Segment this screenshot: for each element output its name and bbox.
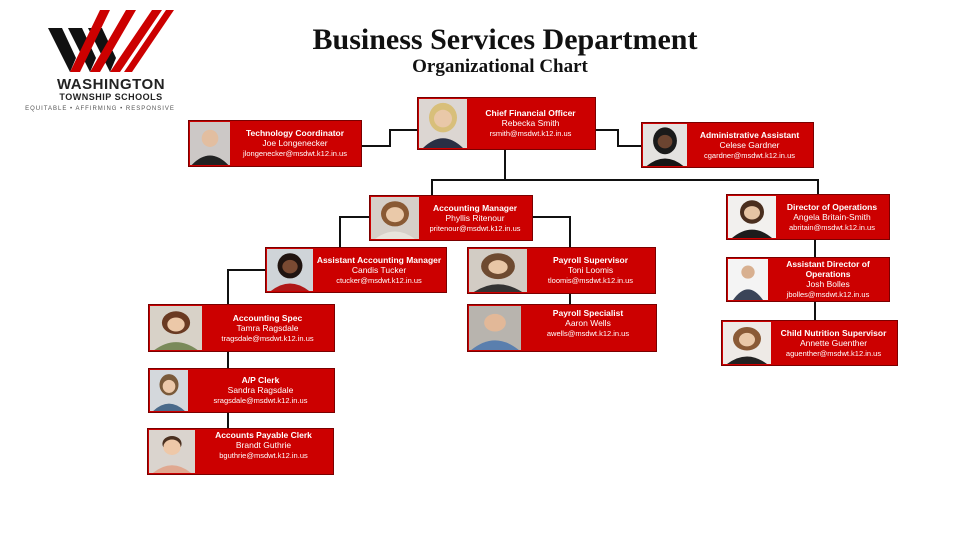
card-role: Accounting Manager	[432, 202, 518, 213]
person-photo-icon	[728, 259, 768, 300]
card-email[interactable]: tloomis@msdwt.k12.in.us	[547, 276, 634, 285]
card-name: Sandra Ragsdale	[227, 385, 294, 395]
card-email[interactable]: pritenour@msdwt.k12.in.us	[429, 223, 521, 233]
person-photo-icon	[469, 306, 521, 350]
connector-cfo-reports	[431, 150, 506, 195]
connector-asst-spec	[227, 269, 266, 305]
photo-cfo	[419, 99, 467, 148]
photo-acctspec	[150, 306, 202, 350]
card-name: Aaron Wells	[565, 318, 611, 328]
logo-subname: TOWNSHIP SCHOOLS	[59, 92, 163, 102]
card-name: Josh Bolles	[806, 279, 850, 289]
card-email[interactable]: jbolles@msdwt.k12.in.us	[786, 290, 870, 299]
card-role: Payroll Specialist	[552, 308, 624, 318]
card-email[interactable]: jlongenecker@msdwt.k12.in.us	[243, 149, 347, 158]
card-role: Director of Operations	[786, 201, 878, 212]
card-name: Celese Gardner	[719, 139, 780, 150]
org-card-accounts-payable-clerk[interactable]: Accounts Payable Clerk Brandt Guthrie bg…	[147, 428, 334, 475]
photo-tech	[190, 122, 230, 165]
org-card-accounting-spec[interactable]: Accounting Spec Tamra Ragsdale tragsdale…	[148, 304, 335, 352]
card-role: Accounts Payable Clerk	[215, 430, 312, 440]
page-subtitle: Organizational Chart	[412, 56, 588, 77]
connector-cfo-dirops	[505, 179, 819, 195]
photo-apclerk2	[149, 430, 195, 473]
org-card-payroll-specialist[interactable]: Payroll Specialist Aaron Wells awells@ms…	[467, 304, 657, 352]
card-role: Accounting Spec	[232, 312, 303, 323]
card-name: Phyllis Ritenour	[445, 212, 505, 223]
card-name: Brandt Guthrie	[235, 440, 292, 450]
card-name: Candis Tucker	[351, 264, 407, 275]
org-card-technology-coordinator[interactable]: Technology Coordinator Joe Longenecker j…	[188, 120, 362, 167]
connector-cfo-admin	[595, 129, 642, 147]
card-email[interactable]: cgardner@msdwt.k12.in.us	[704, 150, 795, 160]
logo-mark	[48, 10, 174, 72]
card-role: Chief Financial Officer	[485, 108, 576, 118]
card-email[interactable]: abritain@msdwt.k12.in.us	[789, 222, 875, 232]
connector-acctmgr-asst	[339, 216, 370, 247]
page-title: Business Services Department	[312, 23, 698, 56]
card-email[interactable]: tragsdale@msdwt.k12.in.us	[221, 333, 314, 343]
card-name: Angela Britain-Smith	[793, 211, 871, 222]
card-role: Assistant Accounting Manager	[316, 254, 442, 265]
person-photo-icon	[728, 196, 776, 238]
photo-nutrition	[723, 322, 771, 364]
person-photo-icon	[267, 249, 313, 291]
card-email[interactable]: aguenther@msdwt.k12.in.us	[785, 348, 882, 358]
person-photo-icon	[643, 124, 687, 166]
connector-acctmgr-payroll	[532, 216, 571, 247]
org-card-director-of-operations[interactable]: Director of Operations Angela Britain-Sm…	[726, 194, 890, 240]
photo-asstdir	[728, 259, 768, 300]
card-name: Toni Loomis	[567, 265, 614, 275]
card-email[interactable]: sragsdale@msdwt.k12.in.us	[213, 396, 308, 405]
person-photo-icon	[419, 99, 467, 148]
org-card-ap-clerk[interactable]: A/P Clerk Sandra Ragsdale sragsdale@msdw…	[148, 368, 335, 413]
photo-apclerk	[150, 370, 188, 411]
card-role: A/P Clerk	[241, 375, 280, 385]
org-card-assistant-accounting-manager[interactable]: Assistant Accounting Manager Candis Tuck…	[265, 247, 447, 293]
org-card-administrative-assistant[interactable]: Administrative Assistant Celese Gardner …	[641, 122, 814, 168]
org-card-child-nutrition-supervisor[interactable]: Child Nutrition Supervisor Annette Guent…	[721, 320, 898, 366]
card-email[interactable]: ctucker@msdwt.k12.in.us	[336, 275, 422, 285]
logo-tagline: EQUITABLE • AFFIRMING • RESPONSIVE	[25, 106, 175, 112]
card-name: Annette Guenther	[799, 337, 868, 348]
card-role: Payroll Supervisor	[552, 255, 629, 265]
card-email[interactable]: bguthrie@msdwt.k12.in.us	[219, 451, 308, 460]
org-card-accounting-manager[interactable]: Accounting Manager Phyllis Ritenour prit…	[369, 195, 533, 241]
connector-cfo-tech	[361, 129, 418, 147]
person-photo-icon	[190, 122, 230, 165]
person-photo-icon	[150, 370, 188, 411]
card-name: Rebecka Smith	[501, 118, 560, 128]
photo-asstacct	[267, 249, 313, 291]
org-card-payroll-supervisor[interactable]: Payroll Supervisor Toni Loomis tloomis@m…	[467, 247, 656, 294]
card-role: Assistant Director of Operations	[786, 259, 870, 279]
card-role: Child Nutrition Supervisor	[780, 327, 887, 338]
photo-acctmgr	[371, 197, 419, 239]
person-photo-icon	[150, 306, 202, 350]
card-name: Tamra Ragsdale	[236, 322, 299, 333]
card-role: Administrative Assistant	[699, 129, 800, 140]
district-logo: WASHINGTON TOWNSHIP SCHOOLS EQUITABLE • …	[20, 10, 180, 120]
card-email[interactable]: rsmith@msdwt.k12.in.us	[489, 129, 572, 138]
card-email[interactable]: awells@msdwt.k12.in.us	[546, 329, 630, 338]
card-role: Technology Coordinator	[245, 128, 345, 138]
photo-payspec	[469, 306, 521, 350]
photo-payroll	[469, 249, 527, 292]
card-name: Joe Longenecker	[262, 138, 328, 148]
person-photo-icon	[469, 249, 527, 292]
person-photo-icon	[723, 322, 771, 364]
org-card-cfo[interactable]: Chief Financial Officer Rebecka Smith rs…	[417, 97, 596, 150]
photo-dirops	[728, 196, 776, 238]
org-card-assistant-director-of-operations[interactable]: Assistant Director of Operations Josh Bo…	[726, 257, 890, 302]
person-photo-icon	[371, 197, 419, 239]
person-photo-icon	[149, 430, 195, 473]
logo-name: WASHINGTON	[56, 76, 166, 93]
photo-admin	[643, 124, 687, 166]
